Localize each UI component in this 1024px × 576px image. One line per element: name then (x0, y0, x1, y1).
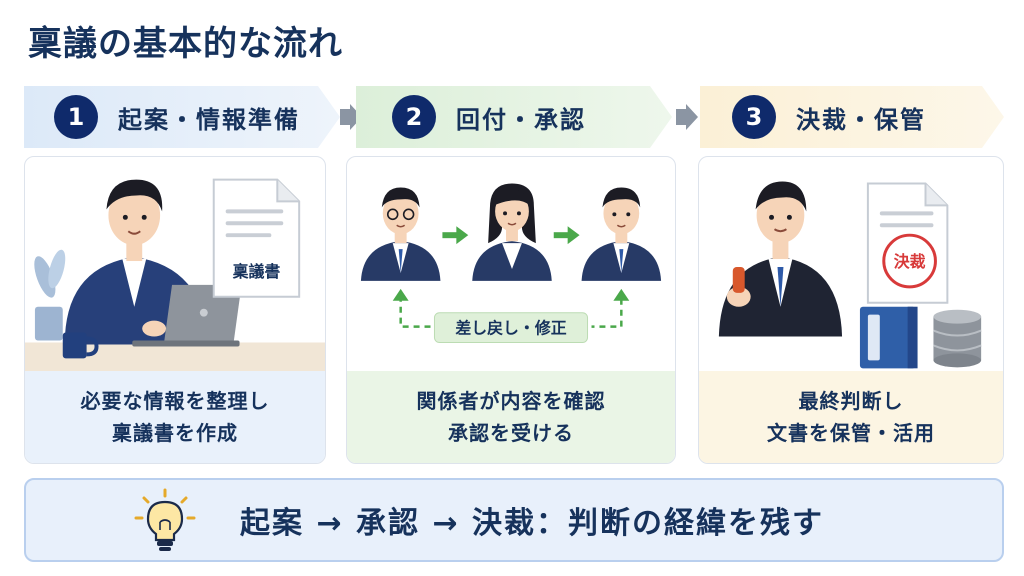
document-label: 稟議書 (233, 262, 281, 281)
caption-line: 必要な情報を整理し (80, 389, 270, 413)
step-banner-3: 3 決裁・保管 (700, 86, 1004, 148)
plant-icon (34, 249, 66, 341)
drafting-illustration: 稟議書 (25, 178, 325, 373)
lightbulb-icon (134, 488, 196, 551)
summary-text: 起案 → 承認 → 決裁：判断の経緯を残す (240, 506, 825, 541)
step-caption-2: 関係者が内容を確認 承認を受ける (347, 371, 675, 463)
return-label-box (433, 312, 589, 344)
step-caption-3: 最終判断し 文書を保管・活用 (699, 371, 1003, 463)
hanko-stamp-icon (732, 266, 745, 293)
step-banner-2: 2 回付・承認 (356, 86, 672, 148)
approved-document-icon: 決裁 (866, 182, 949, 304)
step-number-1: 1 (54, 95, 98, 139)
chevron-right-icon (676, 104, 698, 130)
database-icon (933, 309, 982, 368)
return-label: 差し戻し・修正 (455, 319, 566, 338)
step-label-2: 回付・承認 (456, 105, 586, 134)
laptop-icon (132, 284, 242, 347)
decision-illustration: 決裁 (718, 181, 982, 369)
document-icon: 稟議書 (212, 178, 301, 298)
step-card-1: 稟議書 必要な情報を整理し 稟議書を作成 (24, 156, 326, 464)
page-title: 稟議の基本的な流れ (28, 24, 343, 64)
caption-line: 最終判断し (798, 389, 904, 413)
return-loop-arrow-icon (392, 288, 630, 328)
step-card-2: 差し戻し・修正 関係者が内容を確認 承認を受ける (346, 156, 676, 464)
caption-line: 承認を受ける (448, 421, 574, 445)
step-banner-1: 1 起案・情報準備 (24, 86, 340, 148)
chevron-right-icon (340, 104, 362, 130)
person-typing-icon (64, 179, 209, 345)
binder-icon (859, 306, 918, 369)
approver-person-icon (581, 187, 662, 281)
step-label-3: 決裁・保管 (796, 105, 926, 134)
step-label-1: 起案・情報準備 (118, 105, 300, 134)
step-caption-1: 必要な情報を整理し 稟議書を作成 (25, 371, 325, 463)
caption-line: 稟議書を作成 (112, 421, 238, 445)
step-number-2: 2 (392, 95, 436, 139)
approval-flow-illustration: 差し戻し・修正 (360, 183, 662, 344)
approver-person-icon (360, 187, 441, 281)
caption-line: 関係者が内容を確認 (416, 389, 606, 413)
caption-line: 文書を保管・活用 (767, 421, 935, 445)
arrow-right-icon (553, 226, 580, 245)
step-number-3: 3 (732, 95, 776, 139)
arrow-right-icon (442, 226, 469, 245)
mug-icon (62, 332, 99, 359)
stamp-label: 決裁 (894, 252, 926, 271)
approver-person-icon (472, 183, 552, 281)
decision-maker-icon (718, 181, 843, 337)
step-card-3: 決裁 最終判断し 文書を保管・活用 (698, 156, 1004, 464)
summary-banner: 起案 → 承認 → 決裁：判断の経緯を残す (24, 478, 1004, 562)
